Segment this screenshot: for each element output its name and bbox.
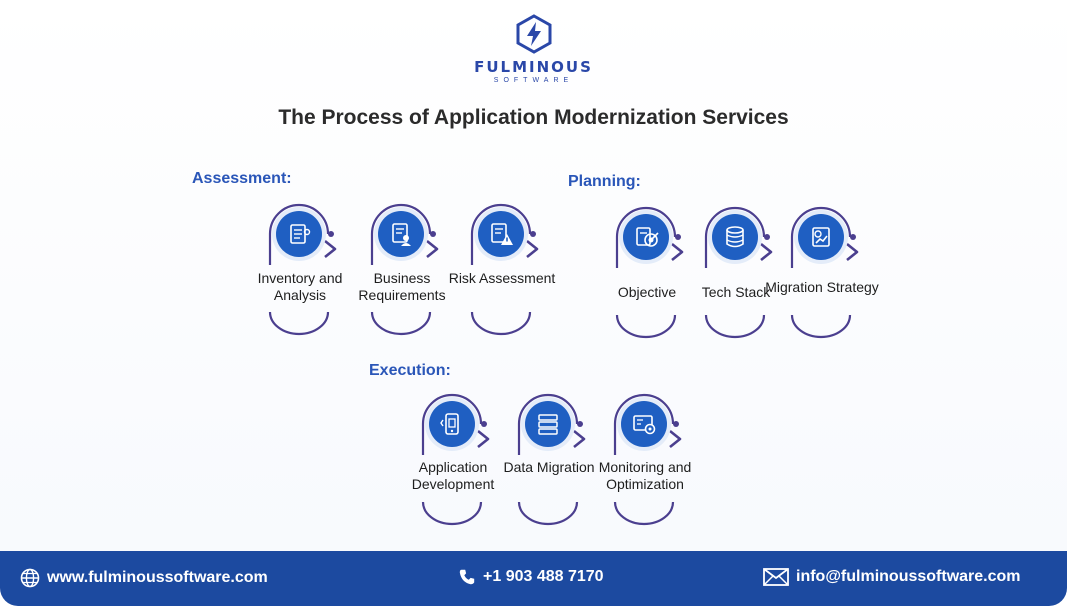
requirements-icon — [392, 223, 411, 246]
step-planning-3: Migration Strategy — [765, 203, 879, 343]
step-label: Application Development — [411, 459, 495, 492]
step-icon-badge — [378, 211, 424, 257]
step-execution-3: Monitoring and Optimization — [590, 390, 700, 530]
step-execution-1: Application Development — [398, 390, 508, 530]
database-icon — [726, 226, 744, 248]
step-connector-arc — [613, 393, 682, 526]
logo: FULMINOUS SOFTWARE — [0, 14, 1067, 84]
inventory-icon — [290, 224, 311, 244]
footer-email[interactable]: info@fulminoussoftware.com — [763, 568, 1021, 586]
step-icon-badge — [276, 211, 322, 257]
footer-bar: www.fulminoussoftware.com +1 903 488 717… — [0, 551, 1067, 606]
logo-mark-icon — [516, 14, 551, 54]
strategy-icon — [812, 227, 830, 247]
step-connector-arc — [421, 393, 490, 526]
monitoring-icon — [633, 415, 656, 435]
step-assessment-1: Inventory and Analysis — [245, 200, 355, 340]
step-connector-arc — [517, 393, 586, 526]
step-icon-badge — [621, 401, 667, 447]
step-label: Migration Strategy — [765, 279, 879, 295]
step-label: Monitoring and Optimization — [598, 459, 692, 492]
page-title: The Process of Application Modernization… — [278, 106, 789, 129]
step-icon-badge — [478, 211, 524, 257]
app-dev-icon — [440, 413, 459, 435]
step-connector-arc — [790, 206, 859, 339]
footer-phone-text: +1 903 488 7170 — [483, 568, 604, 585]
step-icon-badge — [623, 214, 669, 260]
data-migration-icon — [538, 414, 558, 435]
step-icon-badge — [429, 401, 475, 447]
globe-icon — [20, 568, 40, 588]
footer-email-text: info@fulminoussoftware.com — [796, 568, 1021, 585]
brand-sub: SOFTWARE — [493, 77, 574, 84]
footer-website[interactable]: www.fulminoussoftware.com — [20, 568, 268, 588]
section-title-planning: Planning: — [568, 173, 641, 190]
footer-phone[interactable]: +1 903 488 7170 — [458, 568, 604, 586]
step-connector-arc — [370, 203, 439, 336]
target-icon — [636, 227, 659, 247]
step-connector-arc — [470, 203, 539, 336]
brand-name: FULMINOUS — [474, 58, 593, 76]
step-assessment-3: Risk Assessment — [447, 200, 557, 340]
step-icon-badge — [525, 401, 571, 447]
step-planning-1: Objective — [592, 203, 702, 343]
step-label: Tech Stack — [701, 284, 771, 300]
footer-website-text: www.fulminoussoftware.com — [47, 569, 268, 586]
phone-icon — [459, 569, 475, 585]
step-connector-arc — [615, 206, 684, 339]
step-execution-2: Data Migration — [494, 390, 604, 530]
step-label: Data Migration — [503, 459, 595, 475]
step-label: Objective — [617, 284, 677, 300]
step-icon-badge — [798, 214, 844, 260]
step-label: Risk Assessment — [448, 270, 556, 286]
step-icon-badge — [712, 214, 758, 260]
step-planning-2: Tech Stack — [681, 203, 791, 343]
step-connector-arc — [704, 206, 773, 339]
section-title-execution: Execution: — [369, 362, 451, 379]
step-label: Inventory and Analysis — [257, 270, 343, 303]
section-title-assessment: Assessment: — [192, 170, 292, 187]
step-label: Business Requirements — [358, 270, 446, 303]
step-connector-arc — [268, 203, 337, 336]
mail-icon — [763, 568, 789, 586]
risk-icon — [491, 223, 513, 245]
step-assessment-2: Business Requirements — [347, 200, 457, 340]
